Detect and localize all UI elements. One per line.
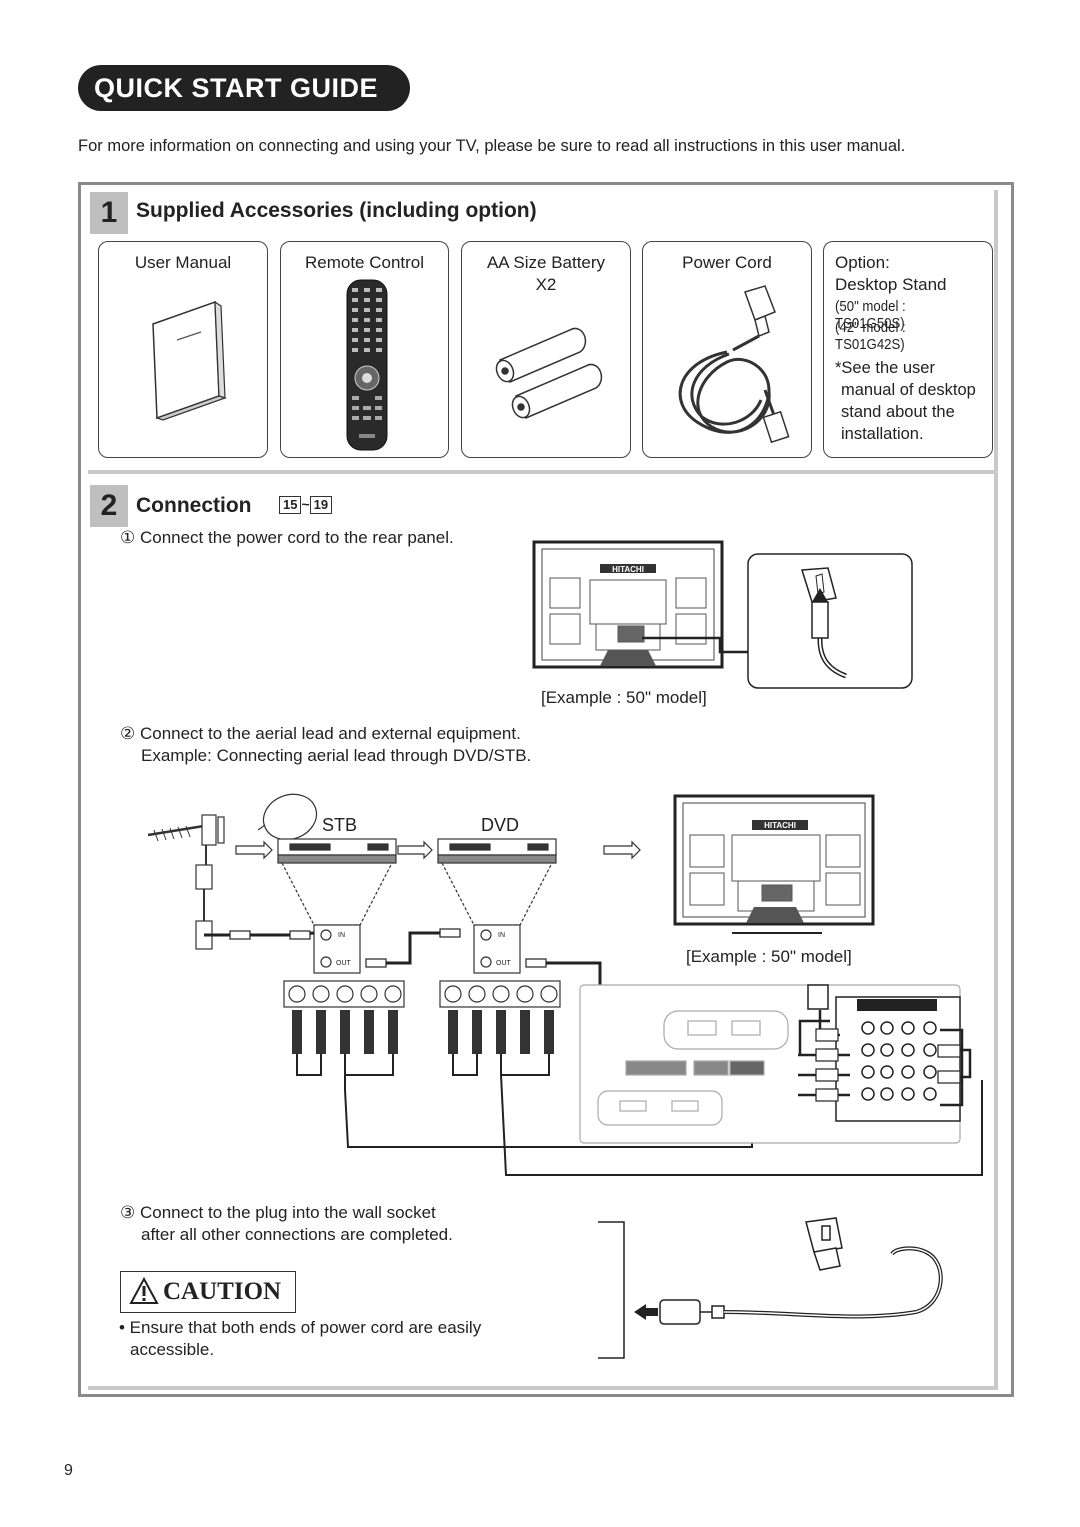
tv-brand-1: HITACHI xyxy=(612,565,644,574)
example-caption-1: [Example : 50" model] xyxy=(541,688,707,707)
dvd-label: DVD xyxy=(481,815,519,835)
card-label-user-manual: User Manual xyxy=(134,253,232,272)
page-reference: 15~19 xyxy=(279,496,333,514)
page-ref-separator: ~ xyxy=(301,496,310,512)
stb-in-label: IN xyxy=(338,932,345,939)
tv-rear-illustration-2: HITACHI xyxy=(673,794,875,934)
step2-text-line2: Example: Connecting aerial lead through … xyxy=(141,746,532,765)
power-cord-illustration xyxy=(678,285,790,444)
tv-brand-2: HITACHI xyxy=(764,821,796,830)
step-number-2: 2 xyxy=(90,485,128,527)
section-divider xyxy=(88,470,998,474)
option-item-name: Desktop Stand xyxy=(835,275,947,294)
page-ref-end: 19 xyxy=(309,496,333,514)
battery-illustration xyxy=(495,327,603,419)
aerial-antenna-icon xyxy=(147,814,225,950)
option-model-42: (42" model : TS01G42S) xyxy=(835,319,906,353)
caution-text-line2: accessible. xyxy=(130,1340,215,1359)
connection-diagram: STB DVD IN OUT IN OUT xyxy=(147,793,983,1176)
card-label-battery: AA Size Battery xyxy=(486,253,606,272)
option-note-3: stand about the xyxy=(841,403,955,421)
dvd-device xyxy=(437,838,557,926)
section1-title: Supplied Accessories (including option) xyxy=(136,199,537,222)
card-user-manual: User Manual xyxy=(98,241,268,458)
card-aa-battery: AA Size Battery X2 xyxy=(461,241,631,458)
dvd-in-label: IN xyxy=(498,932,505,939)
stb-device xyxy=(277,838,397,926)
option-label: Option: xyxy=(835,253,890,272)
option-note-2: manual of desktop xyxy=(841,381,976,399)
dvd-out-label: OUT xyxy=(496,960,512,967)
caution-text-line1: • Ensure that both ends of power cord ar… xyxy=(119,1318,482,1337)
satellite-dish-icon xyxy=(257,793,318,841)
example-caption-2: [Example : 50" model] xyxy=(686,947,852,966)
card-label-power-cord: Power Cord xyxy=(682,253,772,272)
card-remote-control: Remote Control xyxy=(280,241,449,458)
card-label-remote: Remote Control xyxy=(304,253,425,272)
caution-box: CAUTION xyxy=(120,1271,296,1313)
page-title: QUICK START GUIDE xyxy=(78,65,410,111)
page-ref-start: 15 xyxy=(279,496,302,514)
option-model-50: (50" model : TS01G50S) xyxy=(835,298,906,332)
remote-illustration xyxy=(346,279,388,451)
caution-title: CAUTION xyxy=(163,1278,282,1305)
step-number-1: 1 xyxy=(90,192,128,234)
content-frame-shadow xyxy=(88,190,998,1390)
option-note-1: *See the user xyxy=(835,359,935,377)
step1-text: ① Connect the power cord to the rear pan… xyxy=(120,528,454,547)
card-sublabel-battery: X2 xyxy=(535,275,557,294)
section2-title: Connection xyxy=(136,494,252,517)
stb-out-label: OUT xyxy=(336,960,352,967)
step3-text-line1: ③ Connect to the plug into the wall sock… xyxy=(120,1203,436,1222)
card-option-desktop-stand: Option: Desktop Stand (50" model : TS01G… xyxy=(823,241,993,458)
warning-triangle-icon xyxy=(129,1277,159,1304)
manual-illustration xyxy=(152,300,227,421)
intro-text: For more information on connecting and u… xyxy=(78,137,906,155)
card-power-cord: Power Cord xyxy=(642,241,812,458)
step2-text-line1: ② Connect to the aerial lead and externa… xyxy=(120,724,521,743)
tv-rear-power-illustration: HITACHI xyxy=(532,540,913,689)
content-frame xyxy=(78,182,1014,1397)
option-note-4: installation. xyxy=(841,425,924,443)
stb-label: STB xyxy=(322,815,357,835)
wall-socket-illustration xyxy=(598,1217,943,1359)
page-number: 9 xyxy=(64,1462,73,1479)
step3-text-line2: after all other connections are complete… xyxy=(141,1225,453,1244)
